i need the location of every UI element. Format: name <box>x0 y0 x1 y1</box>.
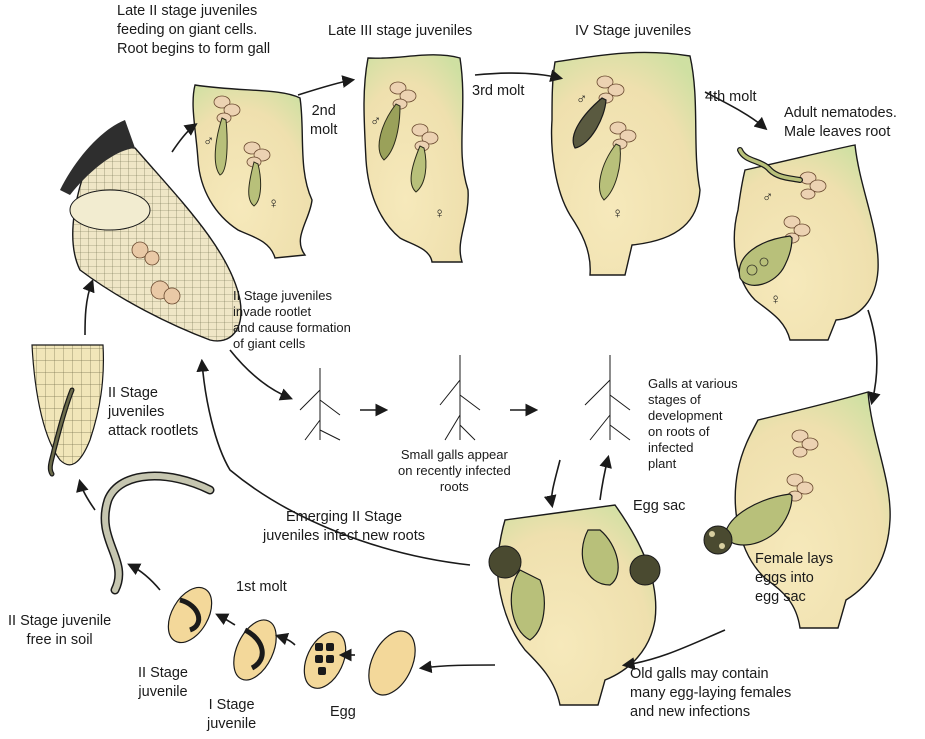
label-ii-free: II Stage juvenile free in soil <box>8 612 111 650</box>
label-i-juvenile: I Stage juvenile <box>207 696 256 734</box>
female-symbol-4: ♀ <box>770 290 781 309</box>
label-molt-2: 2nd molt <box>310 102 337 140</box>
label-female-lays: Female lays eggs into egg sac <box>755 550 833 607</box>
label-ii-invade: II Stage juveniles invade rootlet and ca… <box>233 288 351 352</box>
label-molt-3: 3rd molt <box>472 82 524 101</box>
label-molt-4: 4th molt <box>705 88 757 107</box>
female-symbol-3: ♀ <box>612 204 623 223</box>
root-systems <box>300 355 630 440</box>
free-juvenile-nematode <box>105 476 210 590</box>
egg-stages <box>159 580 424 702</box>
label-egg: Egg <box>330 703 356 722</box>
label-egg-sac: Egg sac <box>633 497 685 516</box>
label-small-galls: Small galls appear on recently infected … <box>398 447 511 495</box>
label-galls-various: Galls at various stages of development o… <box>648 376 738 472</box>
gall-late-iii-stage <box>364 55 468 262</box>
male-symbol-4: ♂ <box>762 188 773 207</box>
female-symbol-2: ♀ <box>434 204 445 223</box>
male-symbol-1: ♂ <box>203 132 214 151</box>
label-ii-attack: II Stage juveniles attack rootlets <box>108 384 198 441</box>
label-emerging: Emerging II Stage juveniles infect new r… <box>263 508 425 546</box>
rootlet-attacked <box>32 345 103 474</box>
gall-late-ii-stage <box>193 85 312 258</box>
female-symbol-1: ♀ <box>268 194 279 213</box>
label-late-iii-stage: Late III stage juveniles <box>328 22 472 41</box>
label-old-galls: Old galls may contain many egg-laying fe… <box>630 665 791 722</box>
male-symbol-2: ♂ <box>370 112 381 131</box>
label-iv-stage: IV Stage juveniles <box>575 22 691 41</box>
label-molt-1: 1st molt <box>236 578 287 597</box>
label-adult-nematodes: Adult nematodes. Male leaves root <box>784 104 897 142</box>
gall-adult-nematodes <box>734 145 878 340</box>
label-late-ii-stage: Late II stage juveniles feeding on giant… <box>117 2 270 59</box>
gall-iv-stage <box>552 52 700 275</box>
label-ii-juvenile: II Stage juvenile <box>138 664 188 702</box>
male-symbol-3: ♂ <box>576 90 587 109</box>
